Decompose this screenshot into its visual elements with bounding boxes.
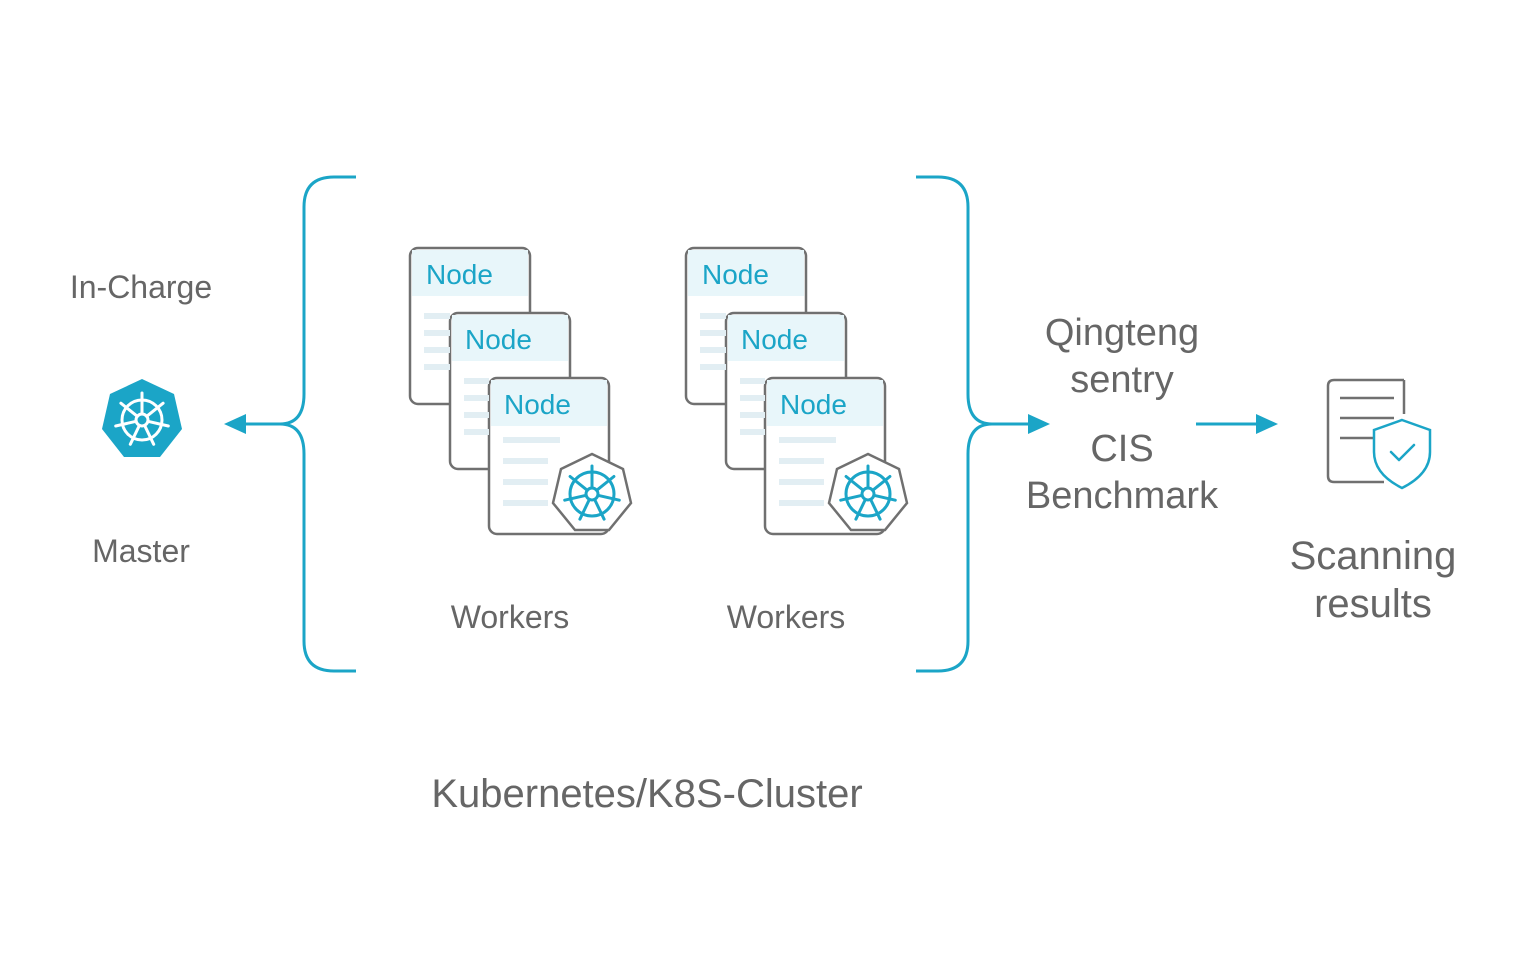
node-card: Node: [763, 376, 887, 536]
node-label: Node: [702, 259, 769, 290]
node-label: Node: [426, 259, 493, 290]
master-name-label: Master: [92, 533, 190, 569]
node-label: Node: [741, 324, 808, 355]
kubernetes-badge-icon: [827, 452, 909, 532]
scanner-name-line-2: sentry: [1070, 359, 1174, 401]
cluster-label: Kubernetes/K8S-Cluster: [431, 772, 863, 816]
document-shield-check-icon: [1326, 378, 1432, 490]
results-label-line-2: results: [1314, 582, 1432, 626]
cluster-right-brace: [916, 175, 993, 673]
scanner-standard-line-1: CIS: [1090, 428, 1154, 470]
kubernetes-badge-icon: [551, 452, 633, 532]
scanner-name-line-1: Qingteng: [1044, 312, 1200, 354]
node-label: Node: [780, 389, 847, 420]
worker-group-1-label: Workers: [450, 599, 570, 635]
scanner-standard-line-2: Benchmark: [1025, 475, 1219, 517]
worker-group-2: Node Node Node: [684, 246, 909, 536]
node-label: Node: [504, 389, 571, 420]
arrow-to-scanner: [992, 414, 1050, 434]
master-kubernetes-icon: [102, 379, 182, 457]
results-label-line-1: Scanning: [1289, 534, 1457, 578]
master-role-label: In-Charge: [69, 269, 213, 305]
cluster-left-brace: [279, 175, 356, 673]
node-label: Node: [465, 324, 532, 355]
worker-group-1: Node Node Node: [408, 246, 633, 536]
arrow-to-master: [224, 414, 282, 434]
arrow-to-results: [1196, 414, 1278, 434]
worker-group-2-label: Workers: [726, 599, 846, 635]
